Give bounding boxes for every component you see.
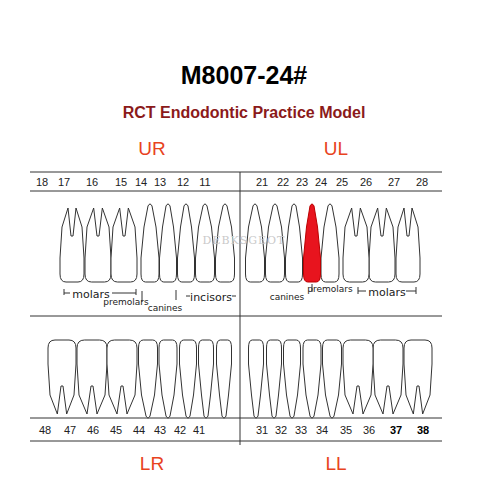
tooth-outline: [48, 340, 76, 414]
highlighted-tooth: [304, 204, 321, 282]
tooth-outline: [404, 340, 432, 414]
tooth-group-label: canines: [148, 304, 183, 313]
tooth-number: 17: [58, 177, 70, 188]
tooth-outline: [111, 208, 137, 282]
quadrant-label: LL: [325, 454, 346, 473]
tooth-number: 27: [388, 177, 400, 188]
tooth-number: 37: [390, 425, 402, 436]
tooth-number: 33: [295, 425, 307, 436]
tooth-number: 25: [336, 177, 348, 188]
tooth-number: 48: [39, 425, 51, 436]
tooth-outline: [284, 340, 301, 418]
tooth-number: 44: [133, 425, 145, 436]
teeth-outlines: [48, 204, 432, 418]
tooth-outline: [321, 204, 339, 282]
tooth-number: 28: [416, 177, 428, 188]
tooth-number: 13: [154, 177, 166, 188]
chart-lines: [30, 172, 442, 445]
tooth-outline: [343, 208, 369, 282]
tooth-group-label: premolars: [307, 285, 352, 294]
tooth-outline: [107, 340, 137, 414]
tooth-outline: [286, 204, 303, 282]
tooth-outline: [159, 340, 177, 418]
tooth-outline: [160, 204, 177, 282]
tooth-outline: [369, 208, 395, 282]
tooth-number: 36: [363, 425, 375, 436]
quadrant-label: LR: [140, 454, 164, 473]
tooth-number: 42: [174, 425, 186, 436]
tooth-outline: [141, 204, 159, 282]
tooth-number: 35: [340, 425, 352, 436]
tooth-number: 14: [135, 177, 147, 188]
quadrant-label: UL: [324, 139, 348, 158]
tooth-group-label: molars: [368, 287, 406, 298]
tooth-number: 11: [199, 177, 210, 188]
tooth-number: 32: [275, 425, 287, 436]
tooth-outline: [267, 340, 282, 418]
subtitle: RCT Endodontic Practice Model: [123, 105, 366, 121]
tooth-number: 26: [360, 177, 372, 188]
tooth-outline: [199, 340, 214, 418]
watermark: DEBKSGEOT: [203, 235, 286, 246]
tooth-outline: [139, 340, 158, 418]
tooth-number: 38: [417, 425, 429, 436]
tooth-number: 47: [64, 425, 76, 436]
tooth-number: 12: [177, 177, 189, 188]
tooth-outline: [396, 208, 420, 282]
tooth-outline: [217, 340, 232, 418]
tooth-outline: [303, 340, 321, 418]
tooth-number: 15: [115, 177, 127, 188]
tooth-outline: [249, 340, 264, 418]
tooth-outline: [323, 340, 342, 418]
tooth-number: 34: [316, 425, 328, 436]
tooth-number: 31: [256, 425, 268, 436]
tooth-number: 21: [256, 177, 268, 188]
tooth-group-label: incisors: [190, 292, 232, 303]
quadrant-label: UR: [138, 139, 165, 158]
tooth-number: 24: [315, 177, 327, 188]
tooth-number: 16: [86, 177, 98, 188]
tooth-number: 45: [110, 425, 122, 436]
tooth-number: 46: [87, 425, 99, 436]
tooth-outline: [77, 340, 107, 414]
tooth-outline: [178, 204, 195, 282]
chart-title: M8007-24#: [181, 63, 307, 88]
tooth-outline: [85, 208, 111, 282]
tooth-number: 22: [277, 177, 289, 188]
tooth-number: 41: [193, 425, 205, 436]
tooth-number: 18: [36, 177, 48, 188]
tooth-group-label: canines: [270, 293, 305, 302]
tooth-outline: [343, 340, 373, 414]
tooth-number: 43: [154, 425, 166, 436]
tooth-outline: [373, 340, 403, 414]
tooth-group-label: premolars: [103, 298, 148, 307]
tooth-outline: [180, 340, 197, 418]
tooth-outline: [60, 208, 84, 282]
tooth-number: 23: [296, 177, 308, 188]
